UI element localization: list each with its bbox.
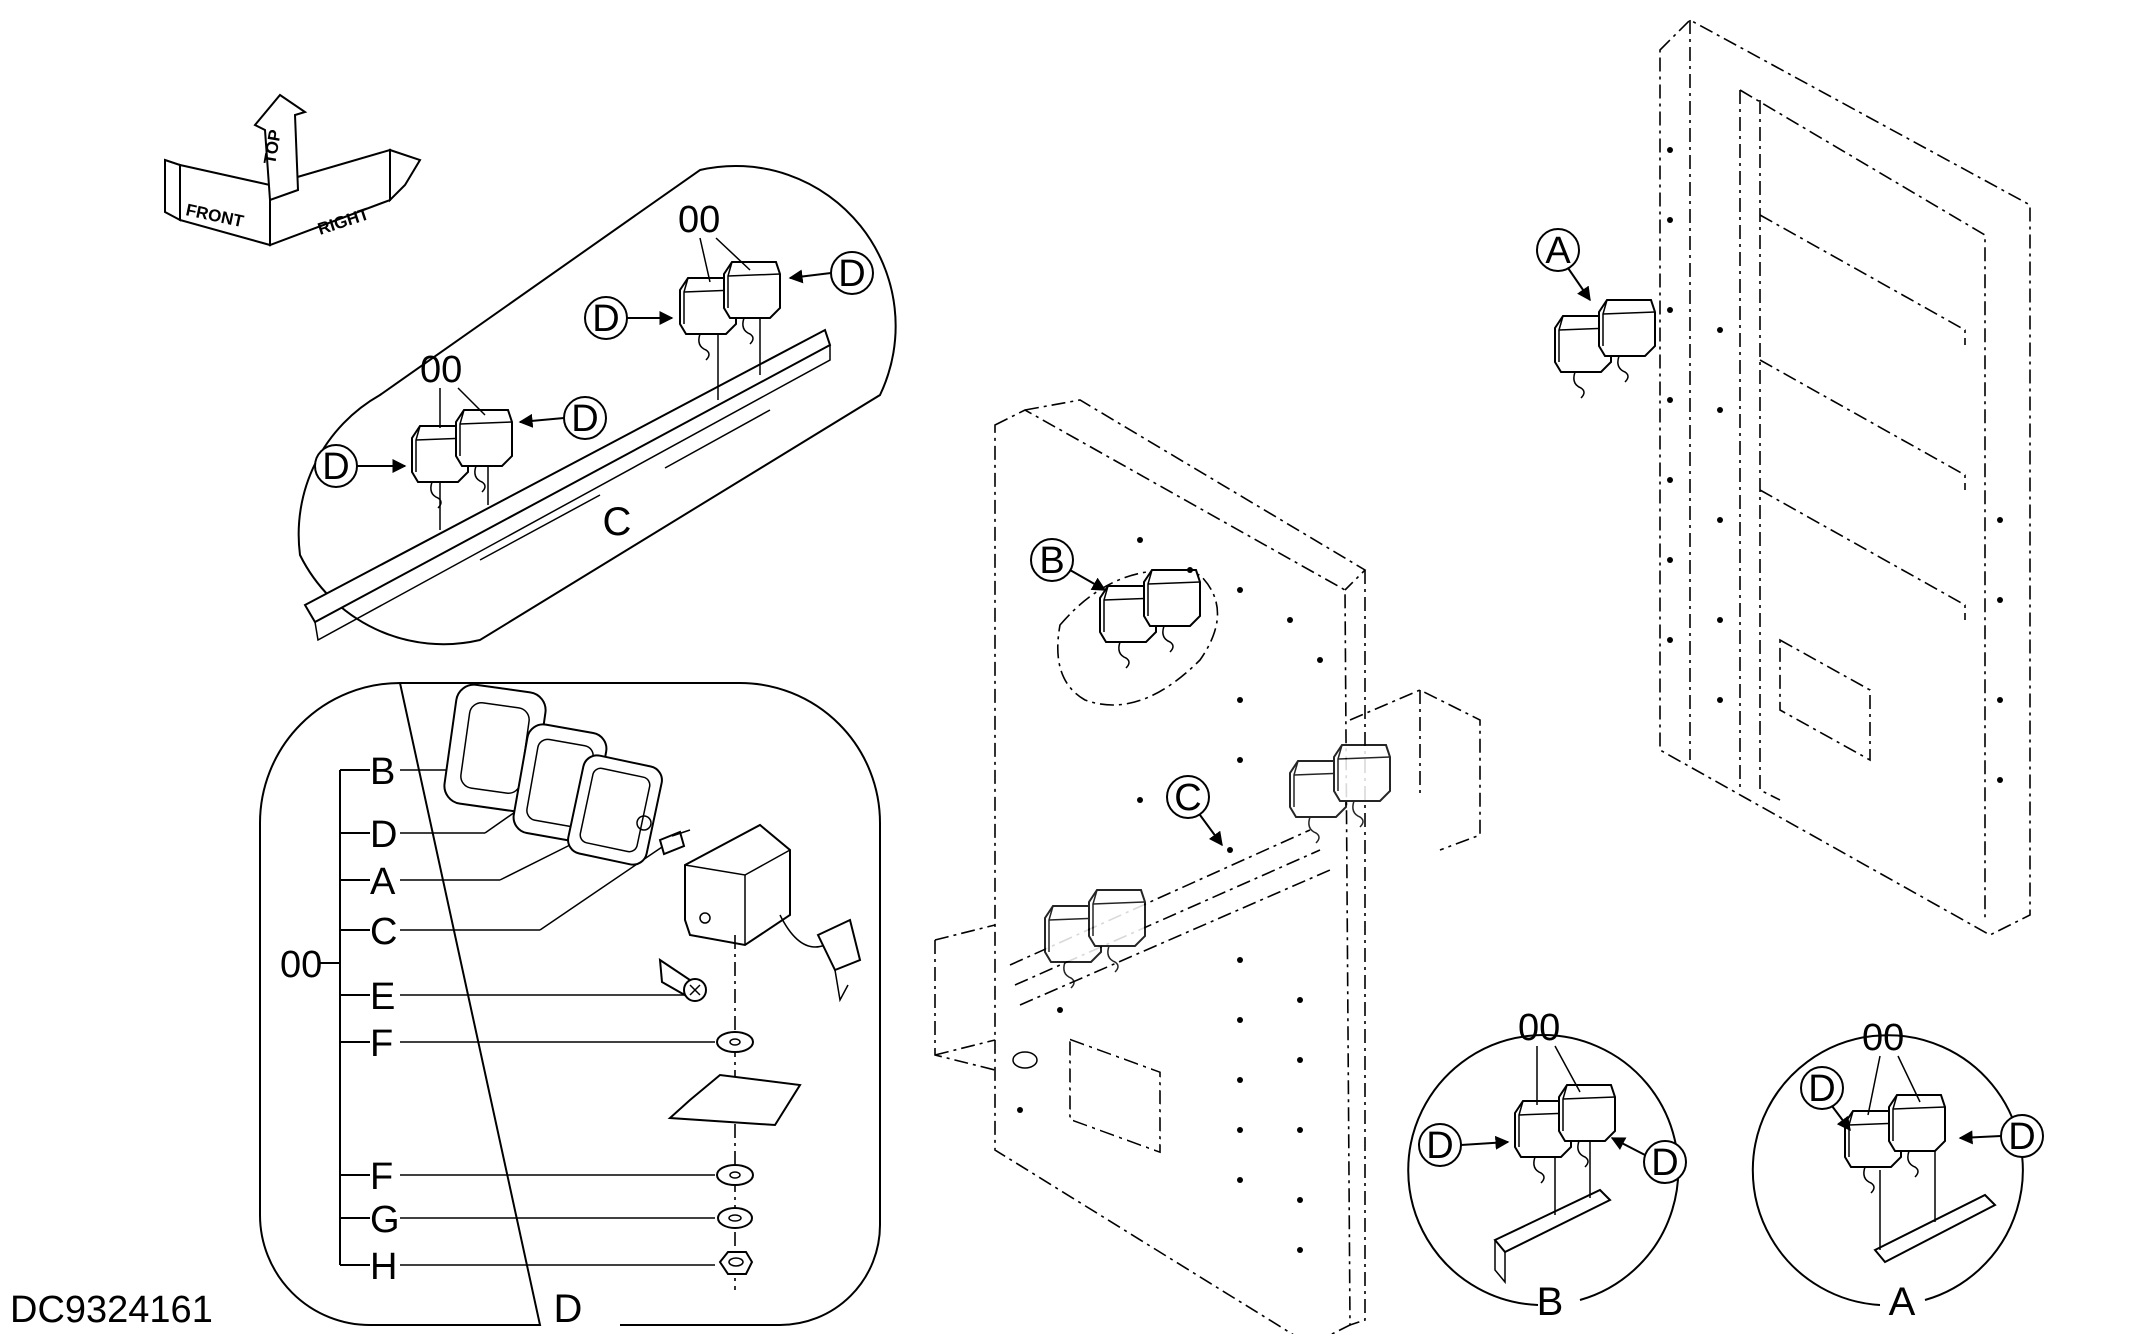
part-row-e: E bbox=[340, 976, 690, 1018]
washer-icon bbox=[716, 1164, 754, 1186]
orientation-arrow-icon: FRONT RIGHT TOP bbox=[164, 93, 422, 247]
callout-b: B bbox=[1030, 538, 1107, 591]
mounting-plate bbox=[667, 1073, 802, 1127]
nut-icon bbox=[718, 1251, 754, 1275]
callout-d: D bbox=[314, 444, 407, 488]
svg-text:D: D bbox=[1808, 1068, 1835, 1110]
svg-text:D: D bbox=[571, 398, 598, 440]
callout-a: A bbox=[1536, 228, 1591, 302]
svg-text:D: D bbox=[322, 446, 349, 488]
svg-text:A: A bbox=[1545, 230, 1571, 272]
svg-text:F: F bbox=[370, 1023, 393, 1065]
drawing-code: DC9324161 bbox=[10, 1289, 213, 1331]
callout-d: D bbox=[1418, 1123, 1510, 1167]
svg-text:F: F bbox=[370, 1156, 393, 1198]
svg-text:B: B bbox=[1039, 540, 1064, 582]
lamp-lens bbox=[567, 754, 663, 866]
assembly-label: 00 bbox=[678, 199, 720, 241]
part-row-b: B bbox=[340, 751, 450, 793]
svg-text:D: D bbox=[1651, 1142, 1678, 1184]
svg-text:D: D bbox=[592, 298, 619, 340]
part-row-d: D bbox=[340, 804, 526, 856]
svg-text:E: E bbox=[370, 976, 395, 1018]
part-row-g: G bbox=[340, 1199, 715, 1241]
assembly-label: 00 bbox=[420, 349, 462, 391]
callout-c: C bbox=[1166, 775, 1223, 847]
svg-text:A: A bbox=[370, 861, 396, 903]
svg-text:C: C bbox=[370, 911, 397, 953]
assembly-label: 00 bbox=[1862, 1017, 1904, 1059]
part-row-h: H bbox=[340, 1246, 715, 1288]
callout-d: D bbox=[1610, 1137, 1687, 1184]
lamp-housing bbox=[684, 823, 862, 1003]
lamp-bulb bbox=[658, 829, 691, 856]
detail-b: B 00 D D bbox=[1407, 1007, 1687, 1324]
main-panel: B C bbox=[934, 399, 1481, 1334]
detail-d: D 00 B D A C E bbox=[259, 681, 881, 1331]
assembly-label: 00 bbox=[280, 944, 322, 986]
part-row-a: A bbox=[340, 844, 571, 903]
callout-d: D bbox=[788, 251, 874, 295]
svg-text:C: C bbox=[1174, 777, 1201, 819]
detail-a: A 00 D D bbox=[1751, 1017, 2044, 1324]
washer-icon bbox=[716, 1031, 754, 1053]
svg-text:G: G bbox=[370, 1199, 400, 1241]
detail-c: 00 00 D D D D C bbox=[297, 165, 897, 646]
part-row-f: F bbox=[340, 1156, 715, 1198]
svg-text:H: H bbox=[370, 1246, 397, 1288]
svg-text:D: D bbox=[2008, 1116, 2035, 1158]
detail-b-label: B bbox=[1537, 1280, 1564, 1324]
svg-text:D: D bbox=[838, 253, 865, 295]
detail-d-label: D bbox=[554, 1287, 583, 1331]
detail-a-label: A bbox=[1889, 1280, 1916, 1324]
callout-d: D bbox=[1800, 1066, 1851, 1132]
right-frame: A bbox=[1536, 19, 2031, 936]
callout-d: D bbox=[1958, 1114, 2044, 1158]
svg-text:D: D bbox=[370, 814, 397, 856]
svg-text:B: B bbox=[370, 751, 395, 793]
detail-c-label: C bbox=[603, 500, 632, 544]
callout-d: D bbox=[584, 296, 674, 340]
part-row-f: F bbox=[340, 1023, 715, 1065]
assembly-label: 00 bbox=[1518, 1007, 1560, 1049]
svg-text:D: D bbox=[1426, 1125, 1453, 1167]
lock-washer-icon bbox=[717, 1207, 753, 1229]
lamp-bolt bbox=[658, 958, 707, 1002]
callout-d: D bbox=[518, 396, 607, 440]
